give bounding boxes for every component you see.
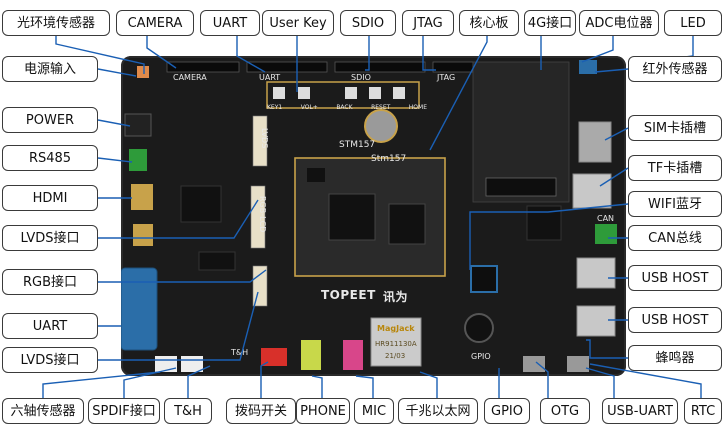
key-silk-row: KEY1 VOL+ BACK RESET HOME (267, 104, 427, 111)
silk-can: CAN (597, 214, 615, 223)
label-otg: OTG (540, 398, 590, 424)
label-can-bus: CAN总线 (628, 225, 722, 251)
development-board: Stm157 STM157 TOPEET 讯为 CAMERA UART SDIO… (121, 56, 626, 376)
key-silk: VOL+ (300, 104, 318, 111)
silk-jtag: JTAG (437, 73, 456, 82)
label-lvds-2: LVDS接口 (2, 347, 98, 373)
key-silk: KEY1 (267, 104, 283, 111)
label-jtag: JTAG (402, 10, 454, 36)
label-six-axis: 六轴传感器 (2, 398, 84, 424)
label-rgb: RGB接口 (2, 269, 98, 295)
key-silk: BACK (336, 104, 353, 111)
label-dip-switch: 拨码开关 (226, 398, 296, 424)
label-led: LED (664, 10, 722, 36)
label-camera: CAMERA (116, 10, 194, 36)
label-mic: MIC (354, 398, 394, 424)
label-usb-host-1: USB HOST (628, 265, 722, 291)
key-silk: RESET (371, 104, 391, 111)
label-user-key: User Key (262, 10, 334, 36)
label-th: T&H (164, 398, 212, 424)
label-core-board: 核心板 (459, 10, 519, 36)
top-headers (166, 61, 474, 73)
silk-camera: CAMERA (173, 73, 207, 82)
label-usb-host-2: USB HOST (628, 307, 722, 333)
rtc-battery (364, 109, 398, 143)
brand-text: TOPEET (321, 288, 376, 302)
module-silk-upper: STM157 (339, 140, 376, 150)
label-spdif: SPDIF接口 (88, 398, 160, 424)
label-4g-port: 4G接口 (524, 10, 576, 36)
label-gpio: GPIO (484, 398, 530, 424)
brand-cn-text: 讯为 (383, 290, 409, 304)
silk-sdio: SDIO (351, 73, 371, 82)
label-phone: PHONE (296, 398, 350, 424)
eth-chip-brand: MagJack (377, 324, 415, 333)
label-uart-top: UART (200, 10, 260, 36)
label-hdmi: HDMI (2, 185, 98, 211)
label-rs485: RS485 (2, 145, 98, 171)
db9-port (121, 267, 158, 351)
label-wifi-bt: WIFI蓝牙 (628, 191, 722, 217)
label-power-input: 电源输入 (2, 56, 98, 82)
label-uart-left: UART (2, 313, 98, 339)
eth-chip-part: HR911130A (375, 340, 417, 348)
silk-gpio: GPIO (471, 352, 491, 361)
key-silk: HOME (408, 104, 427, 111)
ethernet-jack (370, 317, 422, 367)
label-sim-slot: SIM卡插槽 (628, 115, 722, 141)
silk-lvds: LVDS (260, 128, 269, 149)
label-lvds-1: LVDS接口 (2, 225, 98, 251)
silk-th: T&H (231, 348, 249, 357)
label-sdio: SDIO (340, 10, 396, 36)
user-keys (266, 81, 420, 109)
module-silk-top: Stm157 (371, 154, 407, 164)
label-ir-sensor: 红外传感器 (628, 56, 722, 82)
label-tf-slot: TF卡插槽 (628, 155, 722, 181)
label-adc-pot: ADC电位器 (579, 10, 659, 36)
label-rtc: RTC (684, 398, 722, 424)
label-gigabit-eth: 千兆以太网 (398, 398, 478, 424)
label-power: POWER (2, 107, 98, 133)
silk-uart: UART (259, 73, 281, 82)
eth-chip-date: 21/03 (385, 352, 406, 360)
label-light-sensor: 光环境传感器 (2, 10, 110, 36)
label-usb-uart: USB-UART (602, 398, 678, 424)
silk-rgb: RGB-LCD (258, 196, 267, 233)
label-buzzer: 蜂鸣器 (628, 345, 722, 371)
